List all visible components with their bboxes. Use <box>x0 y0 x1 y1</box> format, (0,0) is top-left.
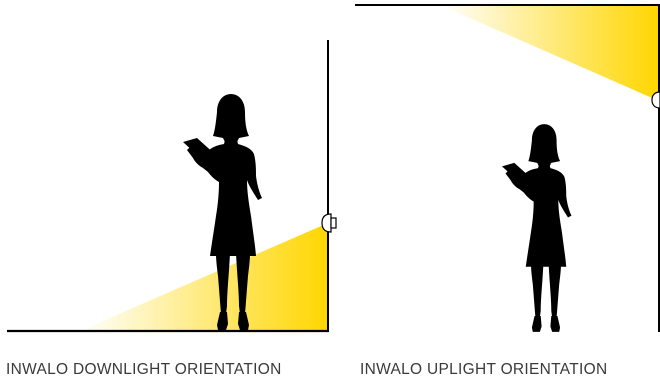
uplight-panel <box>345 0 660 345</box>
wall-light-fixture-icon <box>322 214 336 232</box>
downlight-panel <box>0 0 345 345</box>
wall-light-fixture-icon <box>652 92 660 108</box>
downlight-caption: INWALO DOWNLIGHT ORIENTATION <box>6 361 282 379</box>
person-with-tablet-silhouette-icon <box>502 124 572 332</box>
uplight-caption: INWALO UPLIGHT ORIENTATION <box>360 361 608 379</box>
uplight-diagram <box>345 0 660 345</box>
downlight-diagram <box>0 0 345 345</box>
uplight-beam <box>440 5 659 101</box>
downlight-beam <box>80 223 328 331</box>
